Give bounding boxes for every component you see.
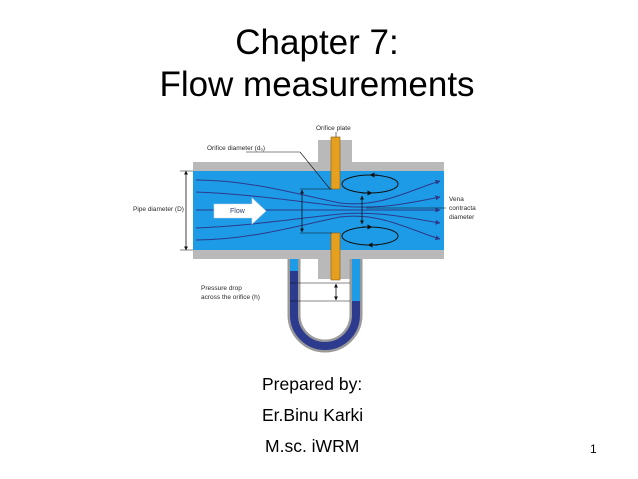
streamline	[195, 179, 441, 205]
prepared-by-label: Prepared by:	[262, 374, 363, 394]
flow-arrow-icon	[213, 197, 267, 225]
label-vena-1: Vena	[449, 196, 464, 203]
label-orifice-diameter: Orifice diameter (dₒ)	[207, 145, 265, 152]
label-orifice-plate: Orifice plate	[316, 125, 351, 132]
label-flow: Flow	[230, 208, 246, 215]
page-number: 1	[590, 442, 597, 456]
manometer	[287, 259, 363, 353]
label-pressure-2: across the orifice (h)	[201, 294, 260, 301]
streamline	[195, 215, 441, 241]
label-vena-3: diameter	[449, 214, 475, 221]
streamline	[195, 212, 441, 229]
label-pipe-diameter: Pipe diameter (D)	[133, 206, 184, 213]
label-vena-2: contracta	[449, 205, 476, 212]
orifice-plate-top	[330, 136, 341, 190]
orifice-plate-bottom	[330, 232, 341, 281]
slide-title-line2: Flow measurements	[159, 65, 475, 104]
streamline	[195, 191, 441, 208]
author-name: Er.Binu Karki	[262, 405, 364, 425]
label-pressure-1: Pressure drop	[201, 285, 242, 292]
author-degree: M.sc. iWRM	[265, 436, 360, 456]
slide-title-line1: Chapter 7:	[235, 23, 399, 62]
pipe-wall-bottom	[193, 250, 444, 259]
pipe-wall-top	[193, 162, 444, 171]
